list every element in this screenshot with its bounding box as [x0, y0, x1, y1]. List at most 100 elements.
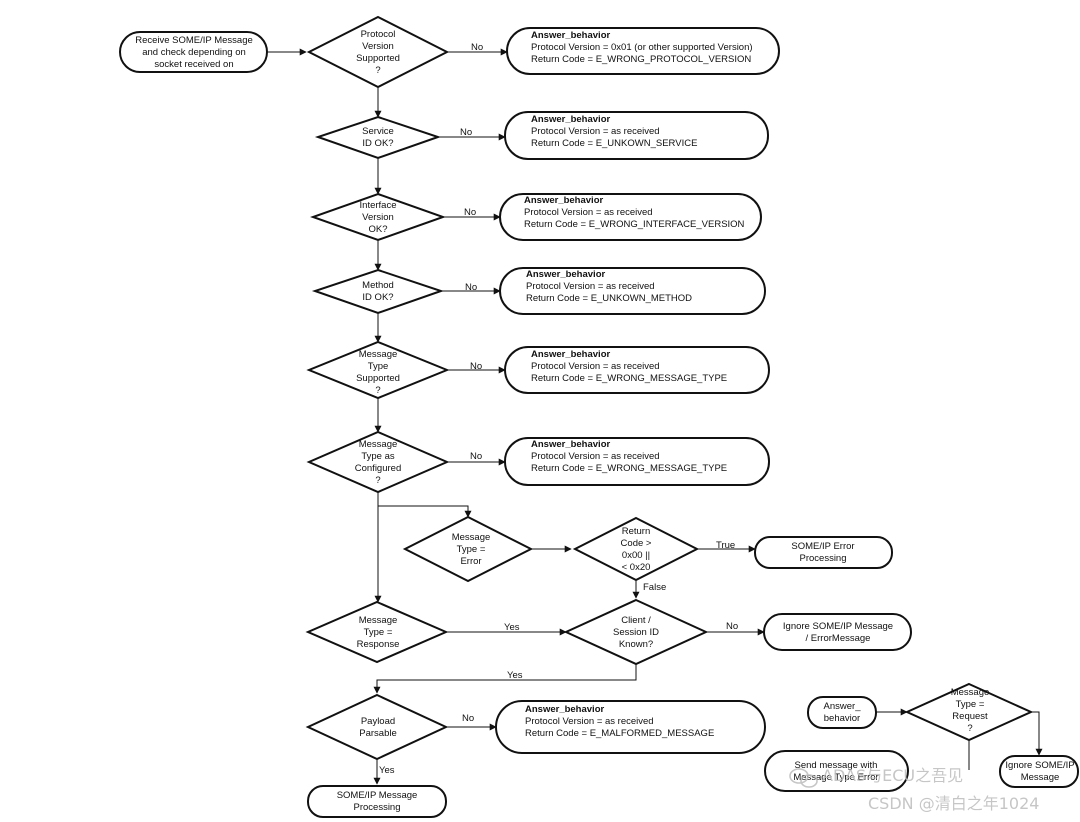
edge-labels: No No No No No No True False Yes No Yes …: [379, 42, 738, 776]
decision-text: Supported: [356, 53, 400, 64]
answer-title: Answer_behavior: [525, 704, 604, 715]
answer-line: Return Code = E_UNKOWN_SERVICE: [531, 138, 697, 149]
terminal-ignore-request: Ignore SOME/IP Message: [999, 755, 1079, 788]
answer-line: Return Code = E_WRONG_PROTOCOL_VERSION: [531, 54, 751, 65]
terminal-text: / ErrorMessage: [806, 633, 871, 644]
answer-message-type-configured: Answer_behavior Protocol Version = as re…: [504, 437, 770, 486]
decision-text: OK?: [368, 224, 387, 235]
answer-line: Protocol Version = as received: [531, 361, 660, 372]
decision-text: Return: [622, 526, 651, 537]
edge-label-no-6: No: [470, 451, 482, 462]
start-node: Receive SOME/IP Message and check depend…: [119, 31, 268, 73]
decision-text: Type: [368, 361, 389, 372]
decision-text: Parsable: [359, 728, 397, 739]
answer-malformed-message: Answer_behavior Protocol Version = as re…: [495, 700, 766, 754]
terminal-message-processing: SOME/IP Message Processing: [307, 785, 447, 818]
answer-line: Return Code = E_WRONG_MESSAGE_TYPE: [531, 373, 727, 384]
answer-title: Answer_behavior: [531, 114, 610, 125]
terminal-text: Message Type Error: [793, 772, 878, 783]
edge-label-true: True: [716, 540, 735, 551]
terminal-text: behavior: [824, 713, 860, 724]
answer-line: Protocol Version = 0x01 (or other suppor…: [531, 42, 753, 53]
decision-text: Message: [452, 532, 491, 543]
connectors: [267, 48, 1043, 785]
answer-line: Return Code = E_WRONG_MESSAGE_TYPE: [531, 463, 727, 474]
edge-label-yes-client: Yes: [507, 670, 523, 681]
terminal-text: Message: [1021, 772, 1060, 783]
edge-label-no-3: No: [464, 207, 476, 218]
decision-protocol-version: Protocol Version Supported ?: [306, 15, 450, 89]
decision-text: Type =: [364, 627, 393, 638]
decision-text: Client /: [621, 615, 651, 626]
terminal-error-processing: SOME/IP Error Processing: [754, 536, 893, 569]
decision-text: Response: [357, 639, 400, 650]
decision-text: Version: [362, 41, 394, 52]
start-line-1: Receive SOME/IP Message: [135, 35, 253, 46]
answer-message-type-supported: Answer_behavior Protocol Version = as re…: [504, 346, 770, 394]
decision-text: Payload: [361, 716, 395, 727]
watermark-line-1: ADAS与ECU之吾见: [822, 766, 963, 785]
answer-method-id: Answer_behavior Protocol Version = as re…: [499, 267, 766, 315]
decision-text: Code >: [621, 538, 652, 549]
decision-text: Configured: [355, 463, 401, 474]
terminal-answer-behavior-small: Answer_ behavior: [807, 696, 877, 729]
edge-label-false: False: [643, 582, 666, 593]
edge-label-no-4: No: [465, 282, 477, 293]
decision-service-id: Service ID OK?: [314, 115, 442, 160]
decision-return-code: Return Code > 0x00 || < 0x20: [572, 516, 700, 582]
answer-protocol-version: Answer_behavior Protocol Version = 0x01 …: [506, 27, 780, 75]
decision-text: ?: [375, 475, 380, 486]
edge-label-no-2: No: [460, 127, 472, 138]
answer-service-id: Answer_behavior Protocol Version = as re…: [504, 111, 769, 160]
decision-text: Message: [359, 615, 398, 626]
decision-text: ID OK?: [362, 292, 393, 303]
terminal-text: Ignore SOME/IP: [1005, 760, 1074, 771]
decision-text: Method: [362, 280, 394, 291]
decision-method-id: Method ID OK?: [311, 268, 445, 315]
terminal-text: SOME/IP Message: [337, 790, 418, 801]
terminal-text: Processing: [354, 802, 401, 813]
decision-message-type-response: Message Type = Response: [305, 600, 449, 664]
answer-line: Return Code = E_WRONG_INTERFACE_VERSION: [524, 219, 745, 230]
decision-message-type-configured: Message Type as Configured ?: [306, 430, 450, 494]
answer-title: Answer_behavior: [526, 269, 605, 280]
terminal-text: Send message with: [795, 760, 878, 771]
terminal-text: Answer_: [824, 701, 862, 712]
decision-text: ?: [967, 723, 972, 734]
decision-text: Type as: [361, 451, 395, 462]
answer-line: Protocol Version = as received: [525, 716, 654, 727]
answer-line: Return Code = E_UNKOWN_METHOD: [526, 293, 692, 304]
decision-text: Service: [362, 126, 394, 137]
answer-title: Answer_behavior: [524, 195, 603, 206]
decision-text: Supported: [356, 373, 400, 384]
decision-text: Interface: [360, 200, 397, 211]
decision-message-type-error: Message Type = Error: [402, 515, 534, 583]
decision-text: Message: [359, 439, 398, 450]
decision-text: 0x00 ||: [622, 550, 650, 561]
edge-label-yes-response: Yes: [504, 622, 520, 633]
answer-line: Protocol Version = as received: [531, 126, 660, 137]
decision-message-type-request: Message Type = Request ?: [904, 682, 1034, 742]
decision-text: ?: [375, 385, 380, 396]
answer-title: Answer_behavior: [531, 349, 610, 360]
decision-message-type-supported: Message Type Supported ?: [306, 340, 450, 400]
decision-text: ?: [375, 65, 380, 76]
decision-text: < 0x20: [622, 562, 651, 573]
edge-label-no-5: No: [470, 361, 482, 372]
decision-text: Request: [952, 711, 988, 722]
decision-text: ID OK?: [362, 138, 393, 149]
answer-line: Return Code = E_MALFORMED_MESSAGE: [525, 728, 714, 739]
answer-interface-version: Answer_behavior Protocol Version = as re…: [499, 193, 762, 241]
decision-text: Error: [460, 556, 481, 567]
decision-text: Protocol: [361, 29, 396, 40]
decision-text: Type =: [956, 699, 985, 710]
decision-text: Version: [362, 212, 394, 223]
answer-line: Protocol Version = as received: [524, 207, 653, 218]
edge-label-no-1: No: [471, 42, 483, 53]
edge-label-no-client: No: [726, 621, 738, 632]
decision-payload-parsable: Payload Parsable: [305, 693, 449, 761]
answer-title: Answer_behavior: [531, 30, 610, 41]
edge-label-yes-payload: Yes: [379, 765, 395, 776]
edge-label-no-payload: No: [462, 713, 474, 724]
